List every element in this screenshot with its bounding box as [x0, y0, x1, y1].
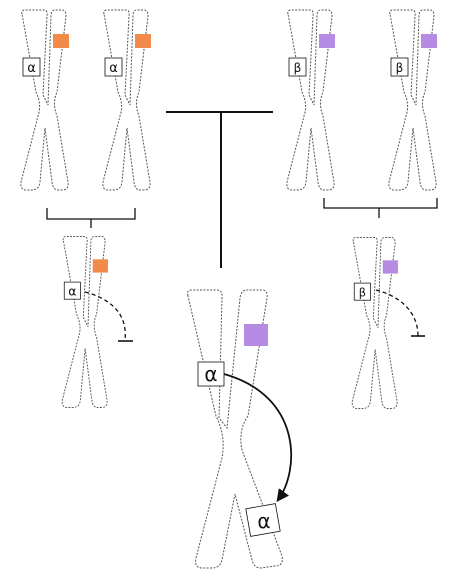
gene-band — [135, 34, 151, 48]
gene-label-alpha: α — [68, 284, 76, 298]
gene-band — [421, 34, 437, 48]
gamete-beta-chromosome: β — [352, 238, 398, 409]
gene-band — [53, 34, 69, 48]
gene-label-beta: β — [294, 61, 302, 75]
gamete-alpha-chromosome: α — [62, 237, 108, 408]
gene-band — [244, 324, 268, 346]
offspring-chromosome: α α — [188, 290, 283, 568]
gene-label-alpha: α — [27, 61, 36, 76]
parent-beta-chromosome-2: β — [389, 10, 437, 190]
gene-label-alpha: α — [109, 61, 118, 76]
gene-band — [383, 260, 398, 273]
parent-beta-chromosome-1: β — [287, 10, 335, 190]
right-bracket — [324, 198, 437, 218]
gene-label-alpha-target: α — [257, 509, 270, 533]
gene-band — [319, 34, 335, 48]
gene-band — [93, 259, 108, 272]
parent-alpha-chromosome-2: α — [103, 10, 151, 190]
gene-label-beta: β — [396, 61, 404, 75]
parent-alpha-chromosome-1: α — [21, 10, 69, 190]
gene-label-beta: β — [359, 285, 366, 299]
left-bracket — [47, 208, 135, 228]
gene-label-alpha: α — [204, 362, 217, 386]
